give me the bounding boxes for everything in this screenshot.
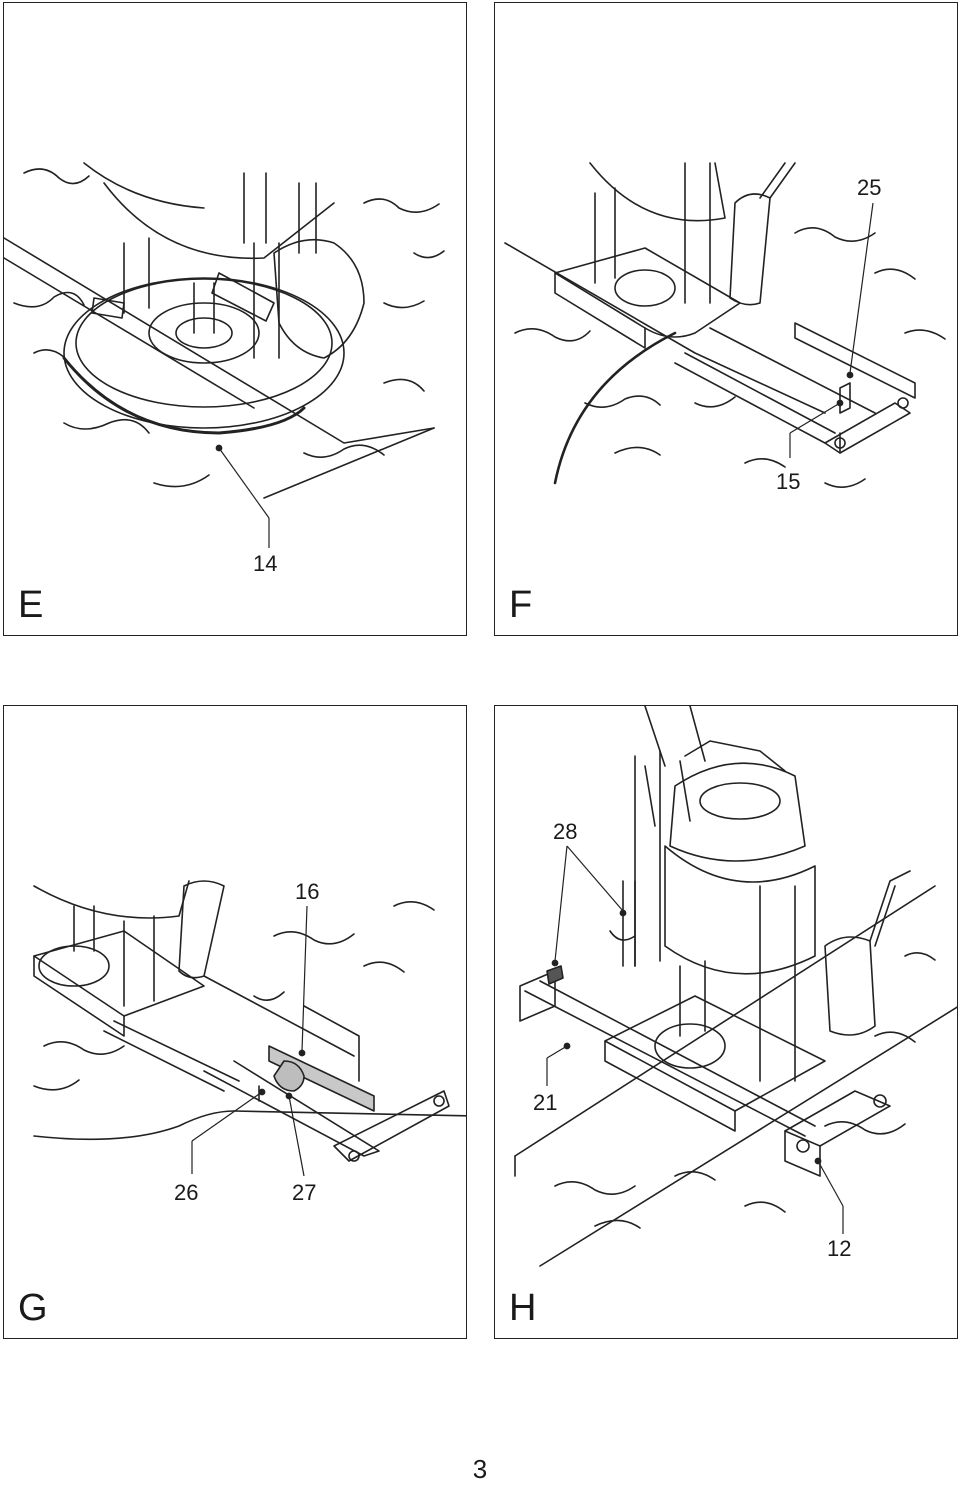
router-with-straight-guide-illustration	[504, 162, 946, 488]
figure-f-panel: 25 15 F	[494, 2, 958, 636]
callout-14: 14	[253, 551, 278, 576]
callout-16: 16	[295, 879, 320, 904]
callout-15: 15	[776, 469, 801, 494]
callout-25: 25	[857, 175, 882, 200]
callout-26: 26	[174, 1180, 199, 1205]
figure-letter: H	[509, 1287, 537, 1329]
figure-h-panel: 28 21 12 H	[494, 705, 958, 1339]
figure-letter: G	[18, 1287, 48, 1329]
figure-letter: E	[18, 584, 44, 626]
callout-21: 21	[533, 1090, 558, 1115]
callout-12: 12	[827, 1236, 852, 1261]
figure-e-panel: 14 E	[3, 2, 467, 636]
page-number: 3	[472, 1454, 488, 1484]
router-fine-adjustment-guide-illustration	[33, 880, 466, 1177]
figure-g-panel: 16 26 27 G	[3, 705, 467, 1339]
callout-28: 28	[553, 819, 578, 844]
router-with-base-ring-illustration	[4, 162, 445, 548]
router-guide-with-depth-stop-illustration	[514, 706, 957, 1267]
callout-27: 27	[292, 1180, 317, 1205]
figure-letter: F	[509, 584, 533, 626]
